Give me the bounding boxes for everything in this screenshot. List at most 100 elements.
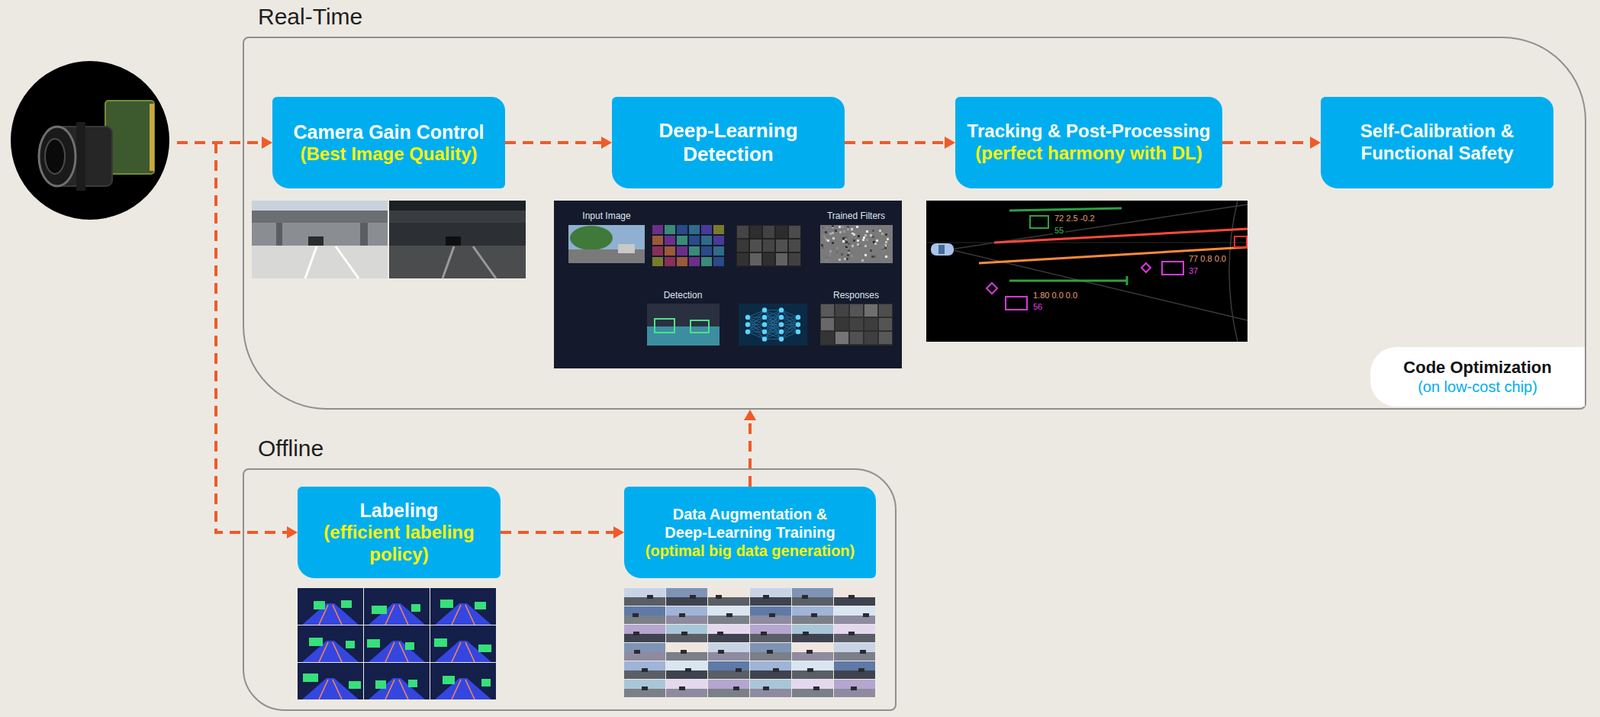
box-title: Camera Gain Control (292, 120, 484, 144)
car (308, 236, 324, 246)
thumbnail-mosaics (297, 225, 892, 700)
network-link (764, 310, 782, 326)
panel (553, 200, 902, 369)
network-link (764, 317, 782, 340)
track-diamond (1141, 263, 1151, 273)
noise-dot (862, 238, 865, 242)
network-link (781, 331, 799, 340)
camera-circle (10, 61, 170, 220)
object-mask (348, 681, 361, 689)
network-link (764, 325, 782, 340)
region-panel: OfflineLabeling(efficient labeling polic… (242, 468, 897, 712)
aug-road (708, 634, 750, 643)
noise-dot (840, 253, 844, 256)
object-mask (367, 639, 380, 648)
noise-dot (871, 255, 874, 258)
filter-tile (664, 225, 676, 235)
view-line (949, 249, 1248, 321)
process-box: Deep-Learning Detection (611, 96, 845, 189)
box-subtitle: (efficient labeling policy) (303, 521, 495, 567)
noise-dot (831, 241, 834, 245)
dashed-line (1222, 141, 1312, 145)
arrow-head (601, 136, 612, 149)
noise-dot (845, 241, 848, 244)
aug-car (634, 650, 641, 654)
track-value: 77 0.8 0.0 (1187, 254, 1228, 264)
noise-dot (847, 251, 850, 255)
filter-tile (713, 225, 725, 235)
lane-line (335, 246, 359, 279)
network-link (764, 338, 782, 340)
aug-road (708, 688, 750, 698)
lane-mark (318, 679, 329, 700)
noise-dot (829, 250, 832, 253)
lane-mark (385, 642, 395, 663)
object-mask (313, 601, 326, 610)
aug-tile (833, 643, 876, 661)
road (389, 245, 526, 279)
aug-car (680, 650, 687, 654)
aug-road (750, 688, 792, 698)
network-node (745, 315, 751, 320)
feature-tile (788, 253, 801, 266)
track-diamond (986, 283, 998, 294)
noise-dot (821, 246, 825, 249)
aug-tile (750, 679, 792, 698)
car (618, 244, 635, 254)
aug-road (833, 670, 876, 680)
noise-dot (853, 233, 856, 236)
feature-tile (788, 239, 801, 252)
noise-dot (869, 234, 873, 237)
feature-tile (762, 239, 775, 252)
noise-dot (823, 235, 826, 238)
response-tile (820, 331, 834, 345)
box-title: Offline (257, 434, 324, 463)
response-tile (864, 331, 878, 345)
aug-car (848, 595, 855, 599)
response-tile (864, 318, 878, 331)
object-mask (411, 604, 421, 612)
process-box: Self-Calibration & Functional Safety (1320, 96, 1554, 189)
feature-tile (788, 225, 801, 239)
noise-dot (846, 225, 850, 229)
ego-window (938, 244, 945, 255)
aug-road (750, 597, 792, 606)
aug-car (689, 595, 696, 599)
noise-dot (864, 234, 867, 237)
filter-tile (652, 246, 664, 256)
camera-feed-arrows (177, 136, 298, 539)
aug-tile (750, 624, 792, 643)
aug-tile (750, 588, 792, 606)
feature-tile (750, 253, 762, 266)
filter-tile (664, 257, 676, 267)
road-mask (368, 678, 425, 700)
aug-car (717, 631, 724, 636)
noise-dot (885, 233, 888, 236)
gain-comparison-image (251, 200, 526, 279)
noise-dot (872, 235, 875, 239)
pillar (276, 222, 283, 246)
aug-tile (624, 606, 666, 625)
network-link (781, 317, 799, 332)
noise-dot (839, 231, 842, 234)
aug-tile (624, 588, 666, 606)
aug-road (666, 615, 708, 625)
dashed-arrow (743, 409, 757, 487)
grid-line (926, 242, 1248, 244)
noise-dot (864, 244, 867, 248)
filter-tile (676, 246, 688, 256)
aug-tile (791, 643, 834, 661)
network-node (795, 329, 801, 335)
noise-dot (844, 236, 847, 239)
aug-car (681, 631, 688, 636)
aug-car (760, 631, 767, 636)
filter-tile (688, 235, 700, 245)
label-tile (430, 588, 496, 625)
car (445, 236, 461, 246)
noise-dot (859, 244, 862, 248)
noise-dot (861, 259, 864, 262)
noise-dot (824, 231, 828, 234)
camera-connector (149, 103, 155, 171)
feature-tile (750, 239, 762, 252)
lane-mark (385, 679, 395, 700)
